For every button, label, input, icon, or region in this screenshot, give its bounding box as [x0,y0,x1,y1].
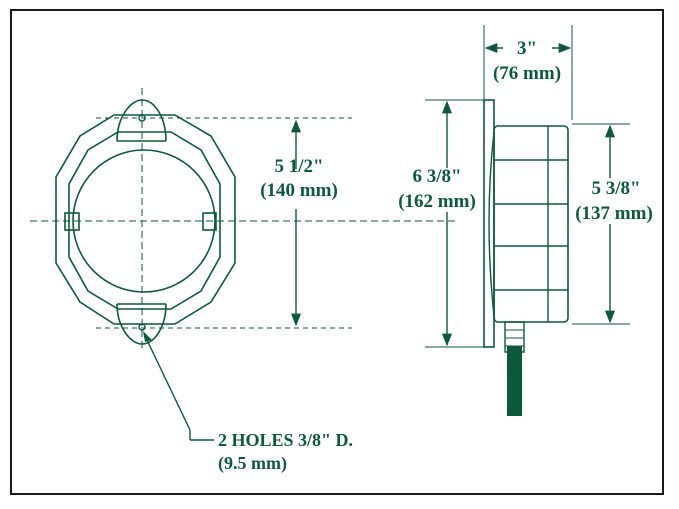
hex-body-left-curve [488,131,495,317]
flange-inner-outline [68,131,221,310]
side-view: 3" (76 mm) 6 3/8" (162 mm) [398,25,653,416]
bore-circle [72,149,216,293]
hex-body [493,125,569,323]
cable-gland [504,321,525,353]
flange-height-imperial: 6 3/8" [412,166,461,187]
flange-height-metric: (162 mm) [398,191,476,212]
holes-note-line2: (9.5 mm) [218,453,287,474]
body-height-imperial: 5 3/8" [591,178,640,199]
drawing-frame [10,9,664,495]
front-view: 5 1/2" (140 mm) 2 HOLES 3/8" D. (9.5 mm) [30,88,456,474]
holes-leader-arrowhead [143,331,152,342]
body-height-metric: (137 mm) [575,203,653,224]
holes-leader-line [146,339,191,440]
depth-metric: (76 mm) [493,63,561,84]
cable [507,346,522,416]
holes-note-line1: 2 HOLES 3/8" D. [218,430,353,450]
hole-spacing-metric: (140 mm) [260,180,338,201]
hole-spacing-imperial: 5 1/2" [274,156,323,177]
right-tab [202,212,217,231]
flange-outline [55,114,236,325]
depth-imperial: 3" [517,38,537,59]
